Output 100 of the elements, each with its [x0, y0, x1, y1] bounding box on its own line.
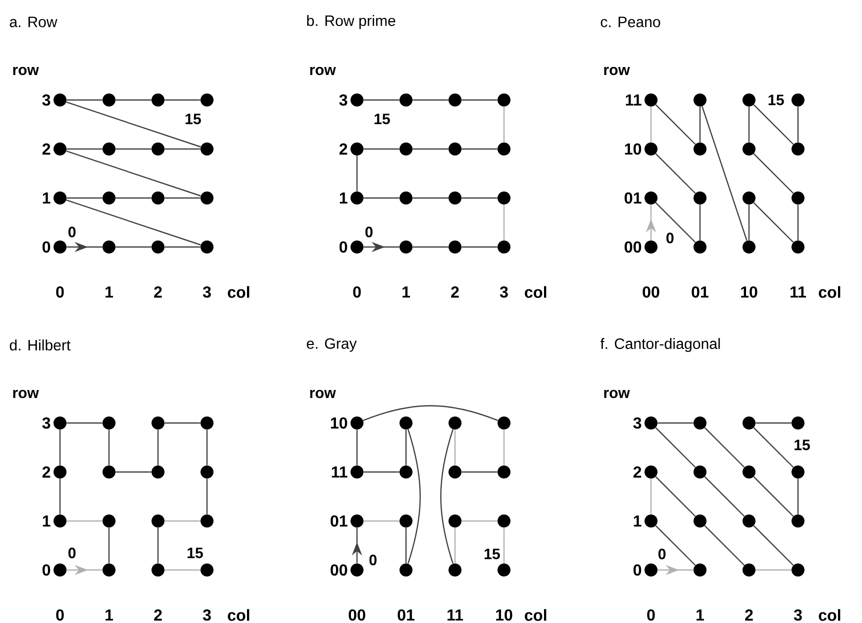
grid-dot: [102, 564, 116, 576]
path-line: [748, 106, 750, 142]
grid-dot: [694, 142, 706, 156]
path-line: [116, 471, 152, 473]
path-line: [405, 528, 407, 564]
path-line: [797, 106, 799, 142]
tick-label: 01: [330, 515, 348, 527]
grid-dot: [792, 94, 804, 106]
grid-dot: [54, 564, 66, 576]
grid-dot: [102, 192, 116, 204]
grid-dot: [400, 142, 412, 156]
grid-dot: [792, 564, 804, 576]
path-line: [462, 99, 498, 101]
path-line: [702, 106, 748, 241]
grid-dot: [694, 94, 706, 106]
index-label: 15: [794, 440, 810, 450]
path-line: [157, 528, 159, 564]
grid-dot: [350, 564, 364, 576]
path-line: [704, 476, 745, 517]
axis-title: row: [604, 390, 630, 398]
path-line: [206, 478, 208, 514]
path-line: [440, 429, 454, 564]
grid-dot: [448, 564, 462, 576]
tick-label: 10: [741, 286, 758, 298]
grid-dot: [644, 192, 658, 204]
grid-dot: [200, 416, 214, 430]
grid-dot: [152, 240, 164, 254]
path-line: [164, 422, 200, 424]
path-line: [116, 197, 152, 199]
tick-label: 0: [56, 286, 64, 298]
grid-dot: [694, 514, 706, 528]
grid-dot: [694, 240, 706, 254]
path-line: [655, 202, 696, 243]
grid-dot: [792, 240, 804, 254]
path-line: [364, 520, 400, 522]
axis-title: row: [604, 66, 630, 76]
path-line: [797, 478, 799, 514]
grid-dot: [742, 416, 756, 430]
grid-dot: [792, 416, 804, 430]
path-line: [503, 106, 505, 142]
path-line: [753, 202, 794, 243]
tick-label: 1: [106, 286, 114, 298]
tick-label: 0: [340, 241, 348, 253]
grid-dot: [102, 94, 116, 106]
path-line: [462, 471, 498, 473]
path-line: [66, 99, 102, 101]
grid-dot: [200, 240, 214, 254]
grid-dot: [498, 416, 510, 430]
index-label: 15: [374, 114, 390, 124]
path-line: [164, 148, 200, 150]
grid-dot: [644, 416, 658, 430]
tick-label: 1: [42, 516, 50, 526]
axis-title: col: [818, 286, 840, 298]
index-label: 0: [68, 226, 76, 238]
axis-title: col: [524, 609, 546, 621]
grid-dot: [152, 514, 164, 528]
tick-label: 11: [790, 286, 806, 298]
grid-dot: [350, 192, 364, 204]
panel-title: f. Cantor-diagonal: [600, 338, 720, 352]
index-label: 0: [68, 548, 76, 558]
path-line: [753, 525, 794, 566]
grid-dot: [152, 94, 164, 106]
path-line: [748, 204, 750, 240]
axis-title: row: [13, 390, 39, 398]
path-line: [108, 528, 110, 564]
grid-dot: [498, 192, 510, 204]
grid-dot: [102, 240, 116, 254]
tick-label: 00: [642, 286, 660, 298]
path-line: [164, 197, 200, 199]
index-label: 0: [658, 548, 666, 560]
tick-label: 0: [42, 564, 50, 576]
path-line: [405, 430, 407, 466]
path-line: [658, 422, 694, 424]
grid-dot: [54, 416, 66, 430]
path-line: [462, 197, 498, 199]
grid-dot: [694, 416, 706, 430]
grid-dot: [694, 564, 706, 576]
path-line: [408, 429, 421, 564]
tick-label: 01: [398, 609, 414, 621]
grid-dot: [792, 466, 804, 478]
tick-label: 00: [624, 241, 642, 253]
grid-dot: [742, 240, 756, 254]
grid-dot: [350, 514, 364, 528]
grid-dot: [152, 416, 164, 430]
tick-label: 1: [402, 286, 410, 298]
axis-title: col: [228, 286, 250, 298]
tick-label: 3: [633, 417, 642, 429]
tick-label: 0: [42, 241, 50, 253]
grid-dot: [644, 514, 658, 528]
tick-label: 0: [56, 609, 64, 621]
grid-dot: [448, 142, 462, 156]
grid-dot: [54, 94, 66, 106]
grid-dot: [152, 466, 164, 478]
grid-dot: [742, 142, 756, 156]
tick-label: 11: [332, 466, 348, 478]
path-line: [108, 430, 110, 466]
tick-label: 1: [696, 609, 704, 620]
grid-dot: [448, 94, 462, 106]
grid-dot: [200, 564, 214, 576]
tick-label: 0: [353, 286, 361, 298]
